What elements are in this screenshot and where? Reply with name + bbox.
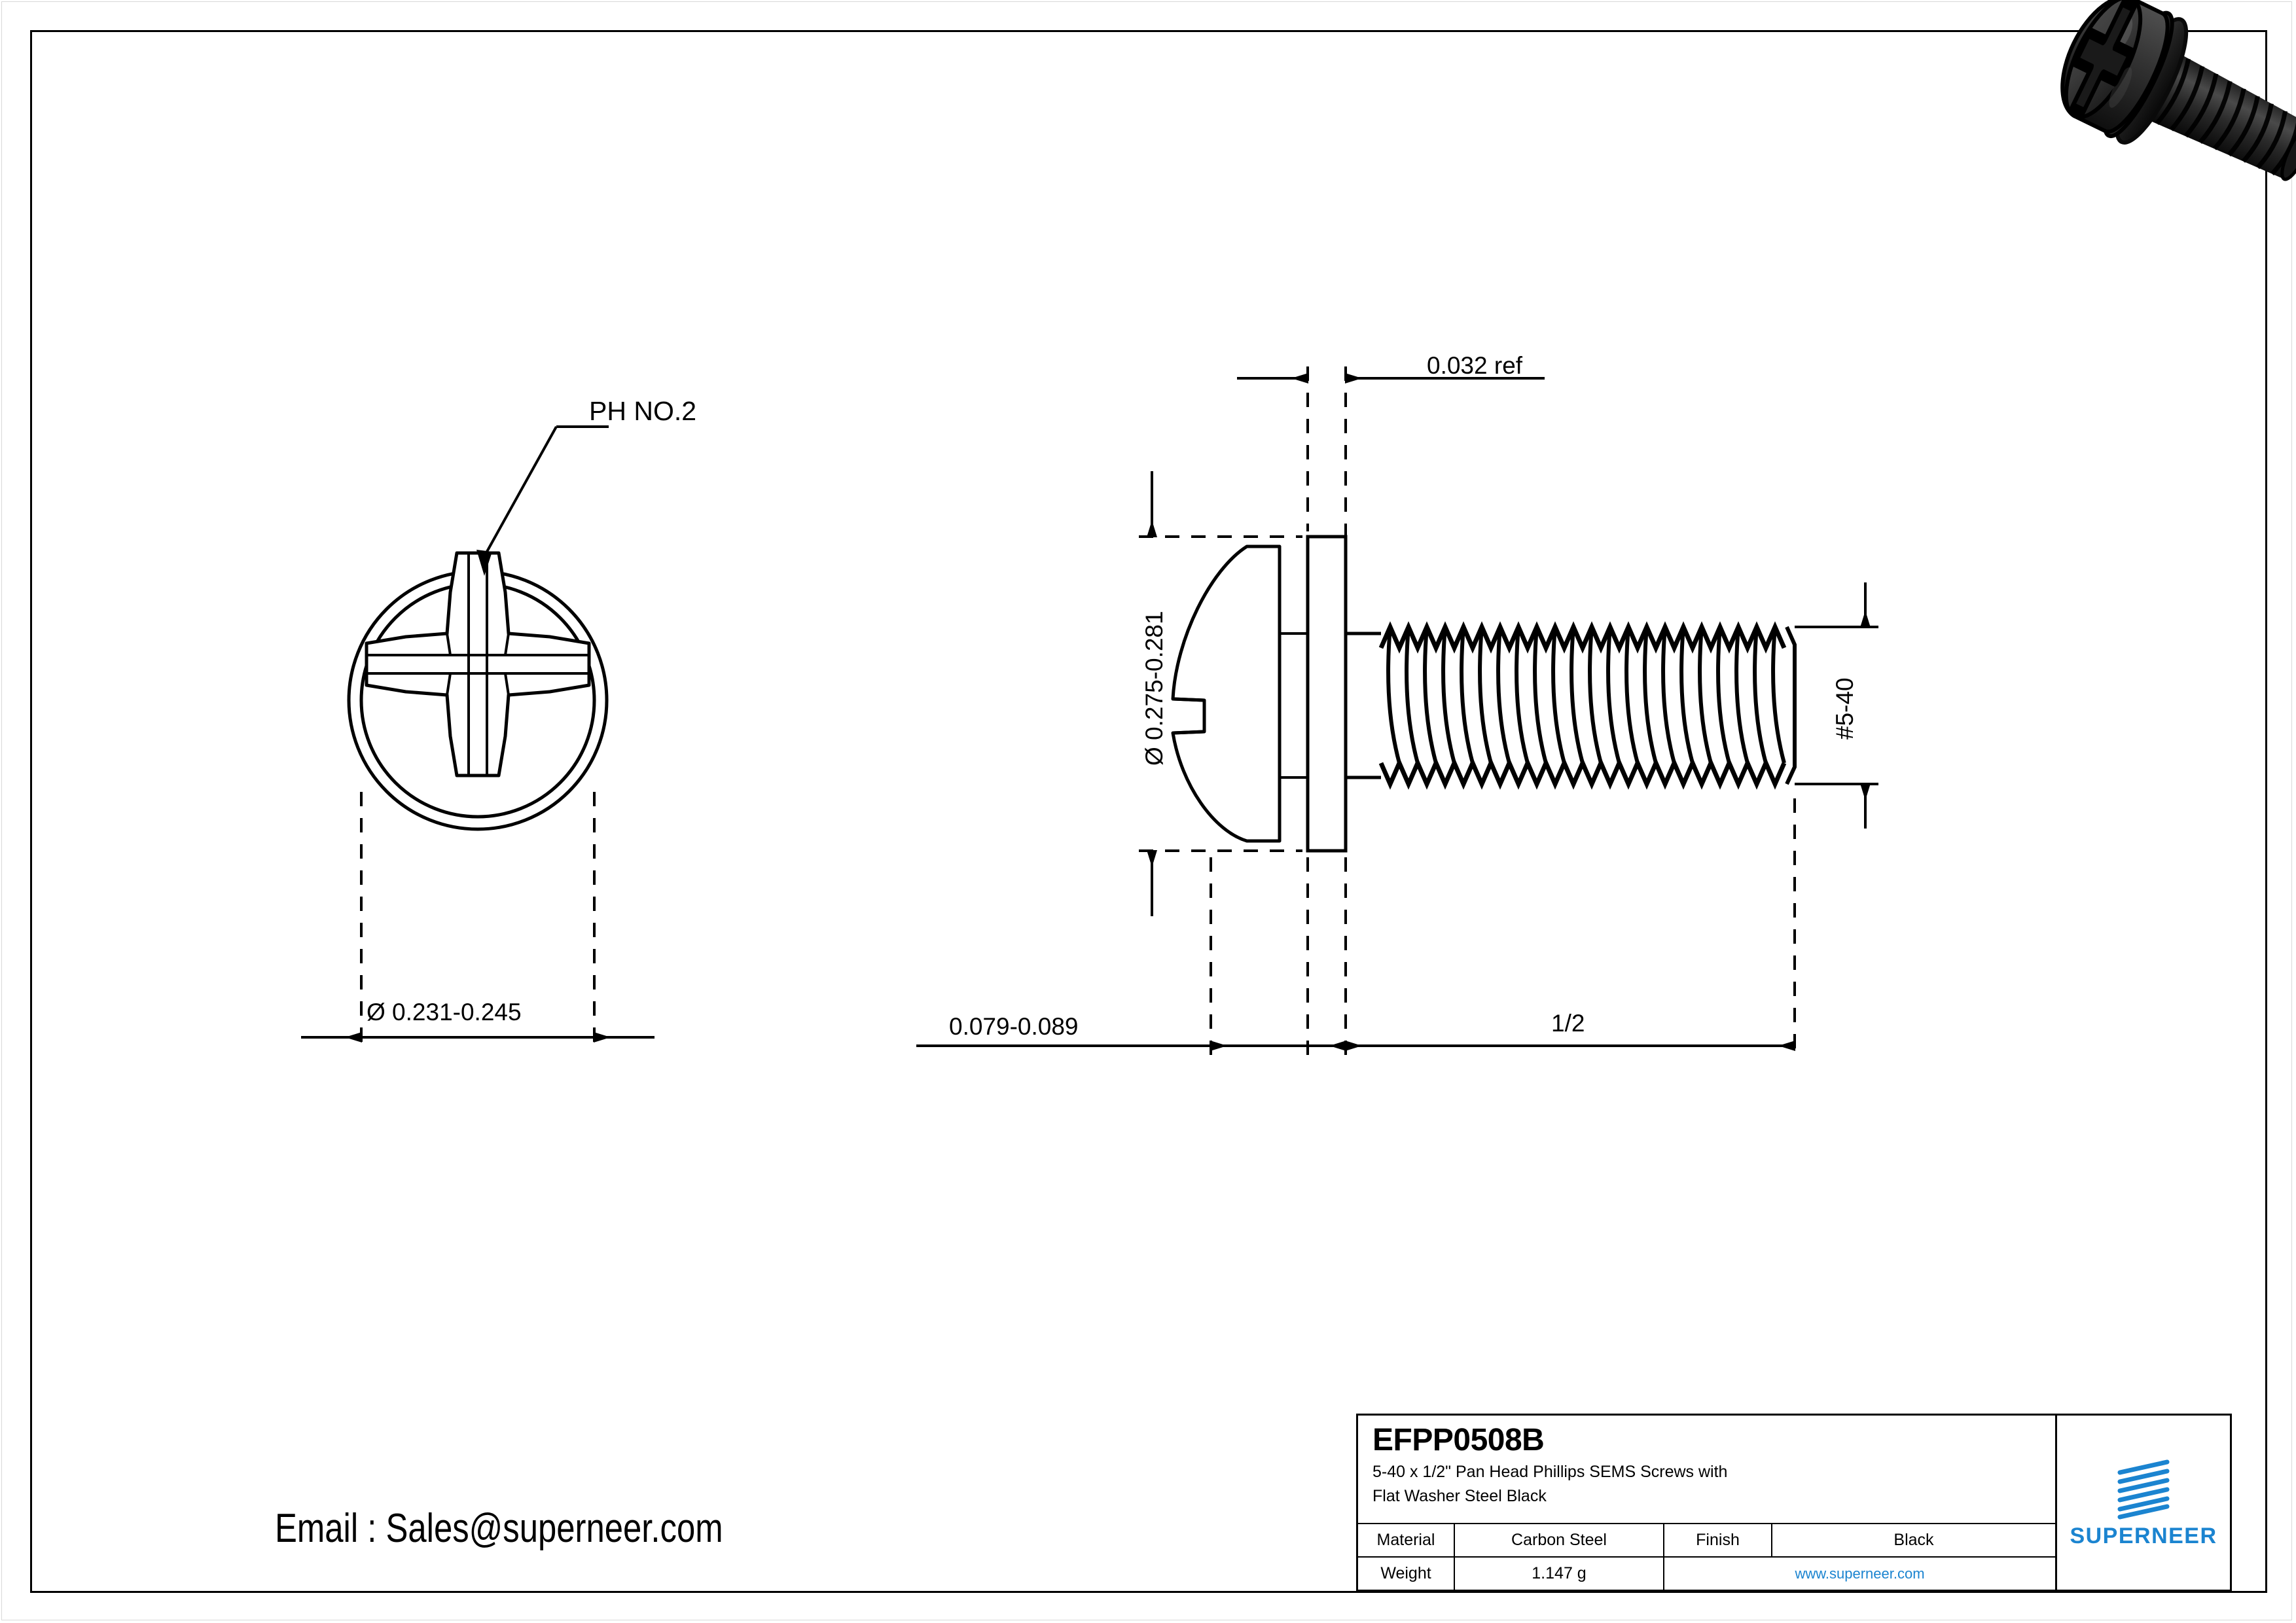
bottom-dimension-group: [916, 798, 1796, 1060]
head-height-label: 0.079-0.089: [949, 1013, 1079, 1040]
website-link[interactable]: www.superneer.com: [1795, 1565, 1925, 1582]
title-block-header: EFPP0508B 5-40 x 1/2" Pan Head Phillips …: [1358, 1416, 2055, 1524]
finish-value: Black: [1893, 1531, 1934, 1549]
brand-wordmark: SUPERNEER: [2070, 1523, 2217, 1548]
title-block: EFPP0508B 5-40 x 1/2" Pan Head Phillips …: [1356, 1414, 2232, 1592]
thread-length-label: 1/2: [1551, 1010, 1585, 1037]
drawing-frame-border: [30, 30, 2267, 1593]
finish-label: Finish: [1664, 1524, 1772, 1556]
front-view-screw-head: [301, 425, 655, 1052]
material-value: Carbon Steel: [1455, 1524, 1664, 1556]
part-description-line-1: 5-40 x 1/2" Pan Head Phillips SEMS Screw…: [1372, 1463, 1728, 1481]
weight-label: Weight: [1358, 1558, 1455, 1590]
title-block-main: EFPP0508B 5-40 x 1/2" Pan Head Phillips …: [1358, 1416, 2057, 1590]
washer-diameter-label: Ø 0.275-0.281: [1141, 611, 1168, 766]
side-view-screw: [916, 366, 1878, 1060]
title-block-spec-table: Material Carbon Steel Finish Black Weigh…: [1358, 1524, 2055, 1590]
contact-email: Email : Sales@superneer.com: [275, 1506, 723, 1551]
washer-diameter-dimension: [1139, 471, 1302, 916]
brand-block: SUPERNEER: [2057, 1416, 2230, 1590]
washer-thickness-dimension: [1237, 366, 1545, 628]
superneer-logo-icon: [2117, 1459, 2170, 1519]
material-label: Material: [1358, 1524, 1455, 1556]
table-row-weight: Weight 1.147 g www.superneer.com: [1358, 1558, 2055, 1590]
ph-no-2-callout: PH NO.2: [589, 396, 697, 426]
table-row-material: Material Carbon Steel Finish Black: [1358, 1524, 2055, 1558]
phillips-recess-outline: [365, 551, 591, 777]
ph-leader-line: [476, 425, 609, 576]
weight-value: 1.147 g: [1455, 1558, 1664, 1590]
part-description-line-2: Flat Washer Steel Black: [1372, 1487, 1547, 1505]
thread-size-dimension: [1795, 582, 1878, 829]
washer-thickness-label: 0.032 ref: [1427, 352, 1523, 379]
head-diameter-label: Ø 0.231-0.245: [367, 999, 522, 1026]
thread-spec-label: #5-40: [1831, 677, 1858, 740]
part-number: EFPP0508B: [1372, 1423, 1545, 1457]
isometric-screw-render: [2060, 0, 2296, 181]
thread-profile: [1378, 621, 1797, 790]
